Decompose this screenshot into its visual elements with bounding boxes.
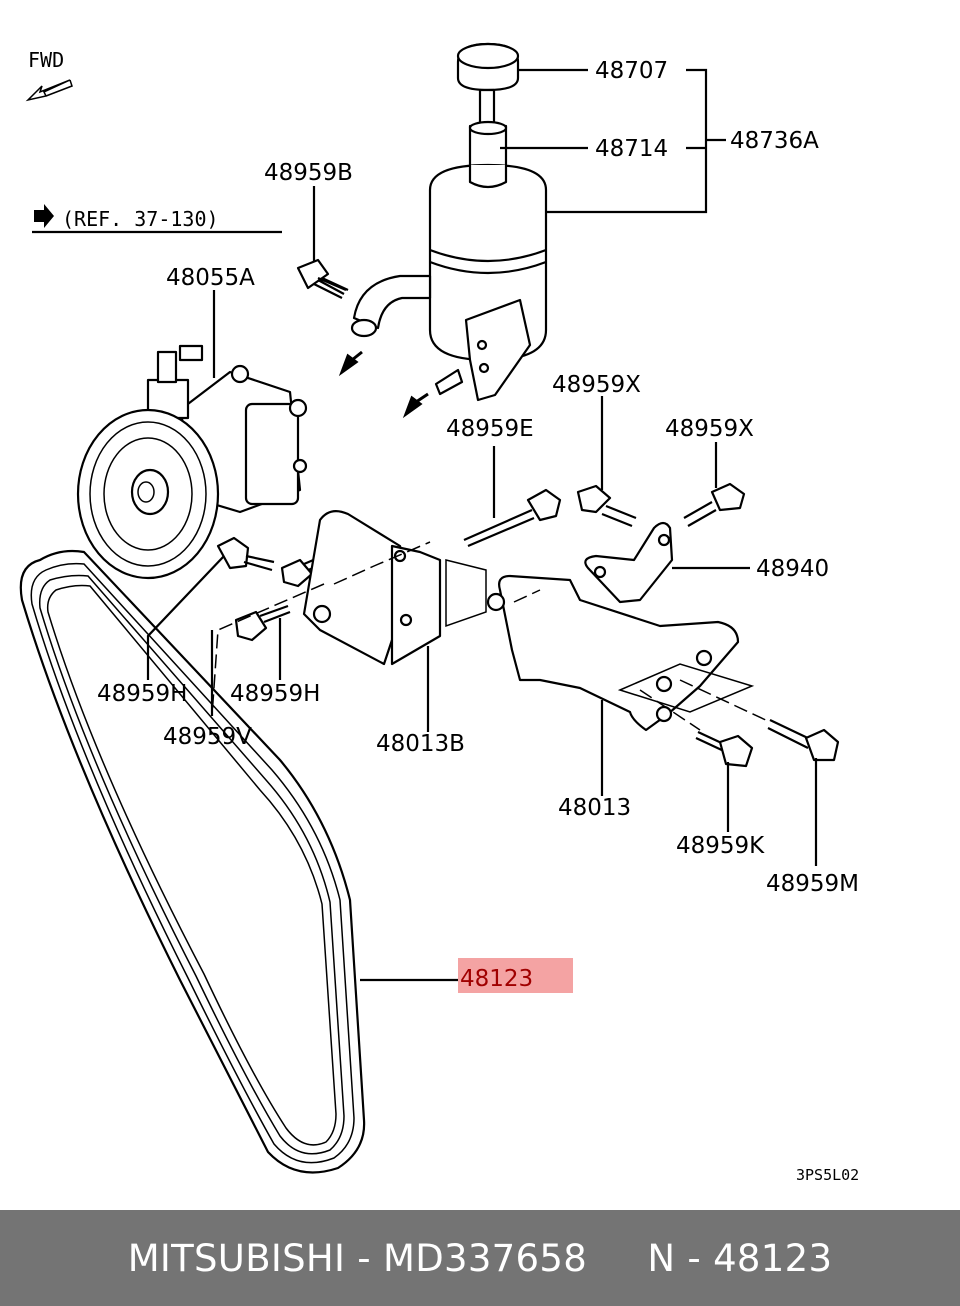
- bracket-48013B: [302, 509, 487, 666]
- flow-arrow-icon: [402, 392, 429, 419]
- part-label-48959M[interactable]: 48959M: [766, 871, 859, 897]
- bolt-48959H: [216, 536, 335, 642]
- drawing-code: 3PS5L02: [796, 1166, 859, 1184]
- bolt-48959E: [463, 488, 562, 548]
- bolt-48959X-1: [576, 484, 637, 528]
- fwd-indicator: FWD: [25, 48, 73, 102]
- power-steering-pump: [76, 344, 308, 580]
- part-label-48940[interactable]: 48940: [756, 556, 829, 582]
- drive-belt: [19, 549, 366, 1174]
- part-label-48959V[interactable]: 48959V: [163, 724, 252, 750]
- part-label-48707[interactable]: 48707: [595, 58, 668, 84]
- part-label-48123[interactable]: 48123: [460, 966, 533, 992]
- part-label-48736A[interactable]: 48736A: [730, 128, 819, 154]
- leader-lines: [146, 68, 818, 982]
- bracket-48013: [486, 574, 755, 732]
- reference-note: (REF. 37-130): [32, 204, 282, 234]
- ref-arrow-icon: [34, 204, 54, 228]
- ref-label: (REF. 37-130): [62, 207, 219, 231]
- part-label-48013B[interactable]: 48013B: [376, 731, 465, 757]
- part-label-48959X-1[interactable]: 48959X: [552, 372, 641, 398]
- highlight-box: [458, 958, 573, 993]
- part-label-48013[interactable]: 48013: [558, 795, 631, 821]
- bolt-48959B: [296, 258, 349, 299]
- part-label-48959K[interactable]: 48959K: [676, 833, 765, 859]
- bolt-48959K: [695, 731, 754, 768]
- part-label-48959X-2[interactable]: 48959X: [665, 416, 754, 442]
- reservoir-tank: [338, 42, 548, 419]
- bracket-48940: [584, 521, 674, 604]
- part-labels: 48707 48714 48736A 48959B 48055A 48959X …: [97, 58, 859, 992]
- footer-part-info: MITSUBISHI - MD337658 N - 48123: [127, 1236, 833, 1280]
- parts-diagram: FWD (REF. 37-130): [19, 42, 859, 1184]
- footer-bar: MITSUBISHI - MD337658 N - 48123: [0, 1210, 960, 1306]
- bolt-48959M: [767, 719, 840, 762]
- part-label-48959H-2[interactable]: 48959H: [230, 681, 320, 707]
- fwd-label: FWD: [28, 48, 64, 72]
- flow-arrow-icon: [338, 350, 363, 377]
- part-label-48714[interactable]: 48714: [595, 136, 668, 162]
- part-label-48055A[interactable]: 48055A: [166, 265, 255, 291]
- part-label-48959H-1[interactable]: 48959H: [97, 681, 187, 707]
- alignment-lines: [211, 541, 771, 731]
- part-label-48959E[interactable]: 48959E: [446, 416, 534, 442]
- fwd-arrow-icon: [25, 79, 73, 102]
- part-label-48959B[interactable]: 48959B: [264, 160, 353, 186]
- bolt-48959X-2: [683, 482, 746, 527]
